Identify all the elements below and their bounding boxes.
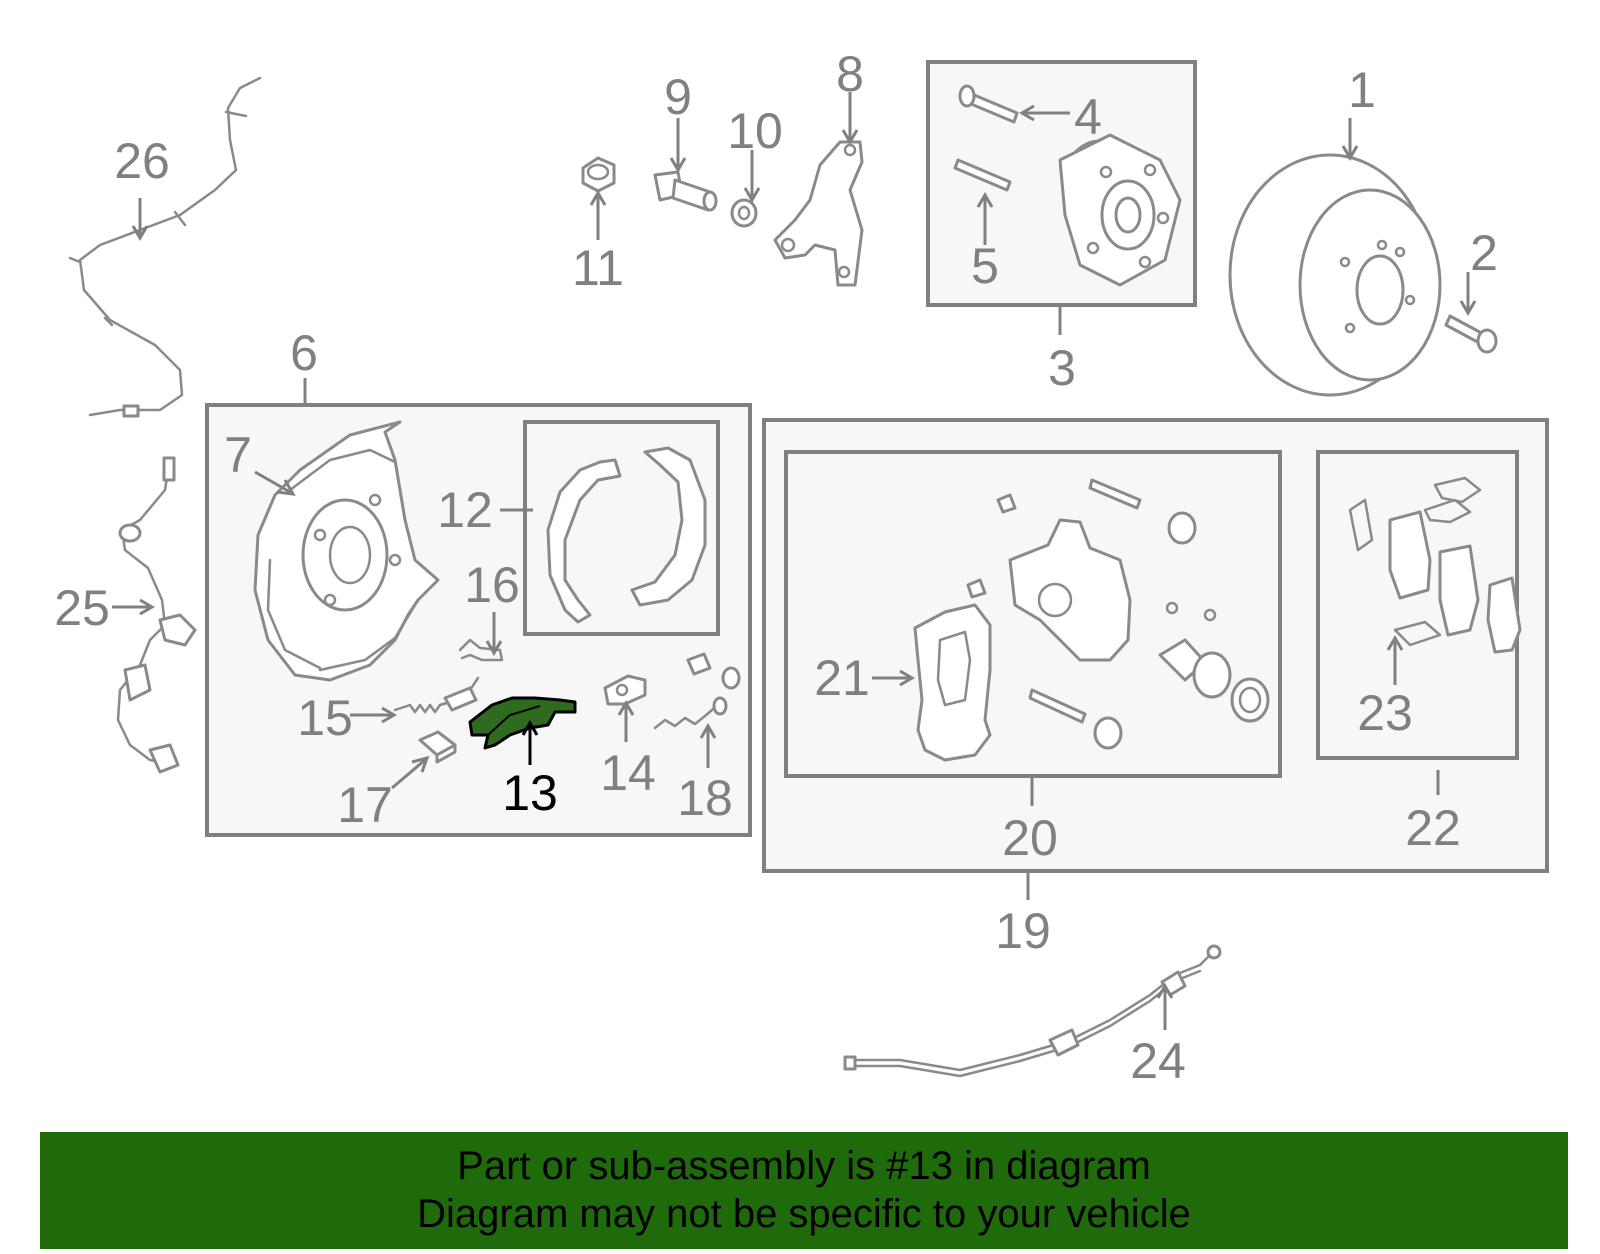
part-1-brake-rotor (1228, 153, 1442, 397)
part-26-wheel-speed-sensor-harness (68, 76, 262, 418)
callout-12: 12 (437, 482, 493, 538)
callout-5: 5 (971, 238, 999, 294)
callout-24: 24 (1130, 1033, 1186, 1089)
callout-17: 17 (337, 777, 393, 833)
part-7-backing-plate (253, 420, 440, 682)
callout-6: 6 (290, 325, 318, 381)
callout-11: 11 (572, 240, 624, 296)
leader-lines (112, 92, 1477, 1030)
callout-1: 1 (1348, 62, 1376, 118)
part-4-bolt (958, 84, 1019, 124)
callout-13: 13 (502, 765, 558, 821)
part-2-bolt (1444, 314, 1498, 354)
part-14-adjuster (603, 674, 647, 706)
part-21-caliper-bracket (913, 603, 992, 762)
callout-20: 20 (1002, 810, 1058, 866)
part-9-bolt (653, 170, 718, 212)
callout-2: 2 (1470, 225, 1498, 281)
part-13-lever-highlighted (468, 696, 577, 750)
callout-26: 26 (114, 133, 170, 189)
callout-14: 14 (600, 745, 656, 801)
banner-line-disclaimer: Diagram may not be specific to your vehi… (417, 1192, 1191, 1236)
part-15-spring (393, 676, 480, 714)
part-10-washer (730, 198, 758, 228)
callout-22: 22 (1405, 800, 1461, 856)
part-3-hub-assembly (1058, 133, 1182, 287)
group-box-22 (1316, 450, 1519, 760)
part-info-banner: Part or sub-assembly is #13 in diagram D… (40, 1132, 1568, 1249)
callout-9: 9 (664, 69, 692, 125)
callout-15: 15 (297, 690, 353, 746)
part-16-clip (458, 638, 504, 662)
callout-16: 16 (464, 557, 520, 613)
part-5-pin (953, 158, 1012, 192)
callout-21: 21 (814, 650, 870, 706)
part-17-pad (418, 730, 457, 764)
callout-8: 8 (836, 46, 864, 102)
callout-18: 18 (677, 770, 733, 826)
part-11-nut (581, 156, 616, 193)
callout-3: 3 (1048, 340, 1076, 396)
part-18-spring (653, 652, 741, 730)
part-22-brake-pads (1348, 476, 1522, 654)
part-12-parking-brake-shoes (546, 446, 707, 624)
callout-7: 7 (224, 427, 252, 483)
callout-4: 4 (1074, 89, 1102, 145)
part-8-bracket (773, 140, 864, 287)
part-20-caliper-assembly (966, 478, 1270, 750)
banner-line-part-number: Part or sub-assembly is #13 in diagram (457, 1144, 1151, 1188)
callout-25: 25 (54, 580, 110, 636)
part-23-pad-clips (1393, 620, 1442, 647)
callout-10: 10 (727, 103, 783, 159)
callout-labels: 1 2 3 4 5 6 7 8 9 10 11 12 13 14 15 16 1… (54, 46, 1498, 1089)
part-25-wheel-speed-sensor (116, 456, 197, 774)
part-24-brake-hose (843, 944, 1222, 1078)
callout-19: 19 (995, 903, 1051, 959)
callout-23: 23 (1357, 685, 1413, 741)
